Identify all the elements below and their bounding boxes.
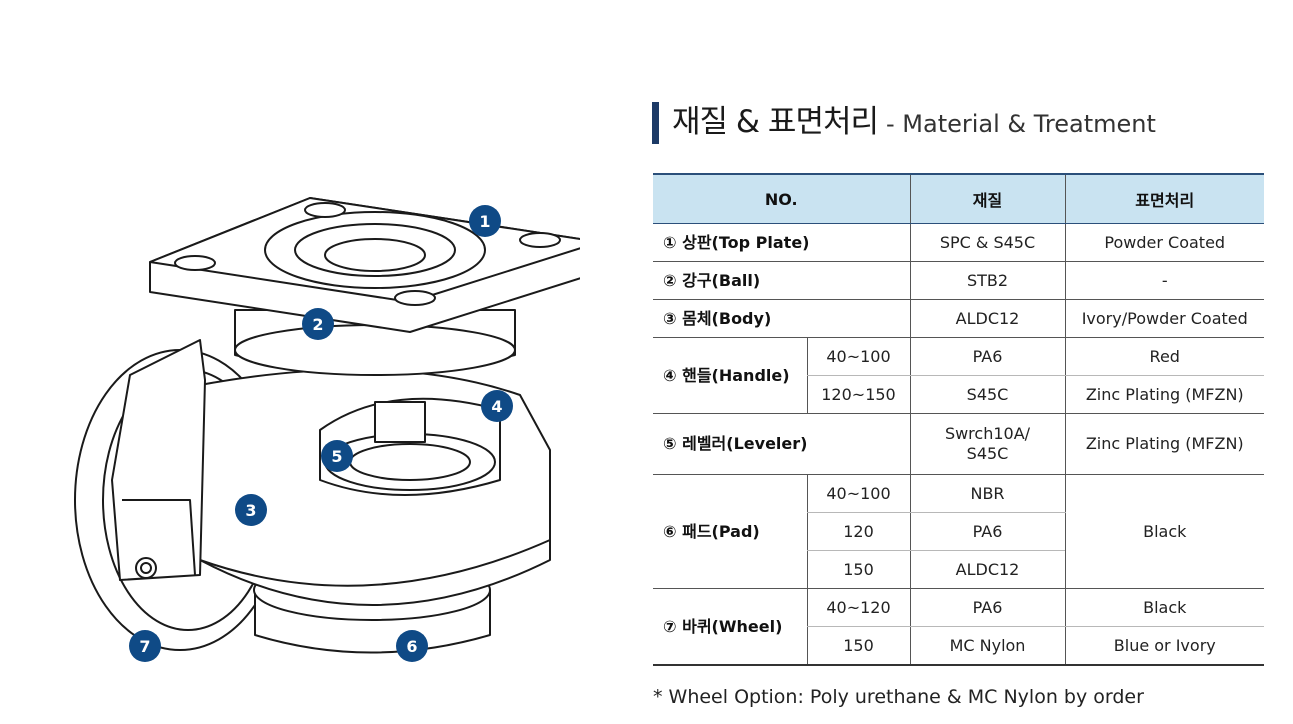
callout-3-label: 3: [245, 501, 256, 520]
section-title: 재질 & 표면처리- Material & Treatment: [672, 100, 1156, 144]
table-header-row: NO. 재질 표면처리: [653, 173, 1264, 224]
size-cell: 120: [806, 512, 910, 551]
header-treatment: 표면처리: [1064, 173, 1264, 224]
leveler-ring-inner: [349, 443, 471, 481]
caster-drawing: 1 2 3 4 5 6 7: [60, 180, 580, 680]
header-no: NO.: [653, 173, 911, 224]
size-cell: 150: [806, 626, 910, 666]
material-cell: PA6: [909, 337, 1065, 376]
caster-illustration: 1 2 3 4 5 6 7: [74, 197, 580, 662]
size-cell: 150: [806, 550, 910, 589]
table-row: ⑤ 레벨러(Leveler) Swrch10A/ S45C Zinc Plati…: [653, 413, 1264, 475]
size-cell: 120~150: [806, 375, 910, 414]
material-line-2: S45C: [966, 444, 1009, 463]
material-treatment-table: NO. 재질 표면처리 ① 상판(Top Plate) SPC & S45C P…: [653, 173, 1264, 666]
leveler-block: [374, 401, 426, 443]
top-plate-hole-right: [519, 232, 561, 248]
table-row: ③ 몸체(Body) ALDC12 Ivory/Powder Coated: [653, 299, 1264, 338]
table-row: ⑦ 바퀴(Wheel) 40~120 PA6 Black: [653, 588, 1264, 666]
part-top-plate: ① 상판(Top Plate): [653, 223, 910, 262]
size-cell: 40~120: [806, 588, 910, 627]
header-material: 재질: [909, 173, 1066, 224]
callout-7-label: 7: [139, 637, 150, 656]
callout-7: 7: [129, 630, 161, 662]
callout-2-label: 2: [312, 315, 323, 334]
part-pad: ⑥ 패드(Pad): [653, 474, 807, 589]
size-cell: 40~100: [806, 337, 910, 376]
part-body: ③ 몸체(Body): [653, 299, 910, 338]
material-cell: MC Nylon: [909, 626, 1065, 666]
material-cell: PA6: [909, 512, 1065, 551]
treatment-cell: Powder Coated: [1064, 223, 1264, 262]
part-handle: ④ 핸들(Handle): [653, 337, 807, 414]
table-row: 150 ALDC12: [653, 550, 1264, 589]
callout-2: 2: [302, 308, 334, 340]
axle-bolt-center: [140, 562, 152, 574]
top-plate-ring-inner: [324, 238, 426, 272]
material-cell: PA6: [909, 588, 1065, 627]
treatment-cell: Black: [1064, 474, 1264, 589]
material-line-1: Swrch10A/: [944, 424, 1031, 443]
treatment-cell: Ivory/Powder Coated: [1064, 299, 1264, 338]
callout-1-label: 1: [479, 212, 490, 231]
table-row: ② 강구(Ball) STB2 -: [653, 261, 1264, 300]
title-english: - Material & Treatment: [886, 110, 1156, 138]
title-korean: 재질 & 표면처리: [672, 104, 879, 140]
treatment-cell: Red: [1064, 337, 1264, 376]
neck-ring: [234, 324, 516, 376]
top-plate-hole-bottom: [394, 290, 436, 306]
callout-4: 4: [481, 390, 513, 422]
size-cell: 40~100: [806, 474, 910, 513]
handle-arm: [111, 339, 206, 581]
callout-6-label: 6: [406, 637, 417, 656]
top-plate-hole-top: [304, 202, 346, 218]
callout-4-label: 4: [491, 397, 502, 416]
callout-6: 6: [396, 630, 428, 662]
treatment-cell: Black: [1064, 588, 1264, 627]
wheel-option-footnote: * Wheel Option: Poly urethane & MC Nylon…: [653, 686, 1144, 708]
part-leveler: ⑤ 레벨러(Leveler): [653, 413, 910, 475]
treatment-cell: Zinc Plating (MFZN): [1064, 375, 1264, 414]
material-cell: SPC & S45C: [909, 223, 1065, 262]
material-cell: NBR: [909, 474, 1065, 513]
table-row: 120 PA6: [653, 512, 1264, 551]
table-row: 150 MC Nylon Blue or Ivory: [653, 626, 1264, 666]
handle-arm-edge: [122, 499, 196, 576]
material-cell: Swrch10A/ S45C: [909, 413, 1065, 475]
table-row: 120~150 S45C Zinc Plating (MFZN): [653, 375, 1264, 414]
table-row: ⑥ 패드(Pad) 40~100 NBR Black: [653, 474, 1264, 589]
material-cell: ALDC12: [909, 299, 1065, 338]
callout-3: 3: [235, 494, 267, 526]
callout-1: 1: [469, 205, 501, 237]
material-cell: ALDC12: [909, 550, 1065, 589]
table-row: ④ 핸들(Handle) 40~100 PA6 Red: [653, 337, 1264, 414]
title-accent-bar: [652, 102, 659, 144]
top-plate-hole-left: [174, 255, 216, 271]
table-row: ① 상판(Top Plate) SPC & S45C Powder Coated: [653, 223, 1264, 262]
body-bottom-edge: [199, 539, 551, 587]
callout-5-label: 5: [331, 447, 342, 466]
treatment-cell: Zinc Plating (MFZN): [1064, 413, 1264, 475]
part-ball: ② 강구(Ball): [653, 261, 910, 300]
callout-5: 5: [321, 440, 353, 472]
part-wheel: ⑦ 바퀴(Wheel): [653, 588, 807, 666]
material-cell: S45C: [909, 375, 1065, 414]
treatment-cell: -: [1064, 261, 1264, 300]
material-cell: STB2: [909, 261, 1065, 300]
treatment-cell: Blue or Ivory: [1064, 626, 1264, 666]
